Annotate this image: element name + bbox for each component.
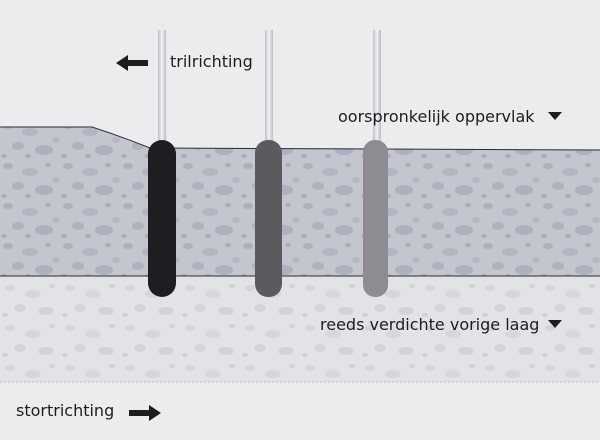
- label-reeds-verdichte-vorige-laag: reeds verdichte vorige laag: [320, 315, 540, 334]
- label-stortrichting: stortrichting: [16, 401, 115, 420]
- triangle-down-icon: [548, 112, 562, 120]
- compacted-layer: [0, 276, 600, 383]
- vibrator-previous: [255, 30, 282, 297]
- arrow-left-icon: [116, 55, 148, 71]
- vibrator-oldest: [363, 30, 388, 297]
- label-trilrichting: trilrichting: [170, 52, 253, 71]
- arrow-right-icon: [129, 405, 161, 421]
- label-oorspronkelijk-oppervlak: oorspronkelijk oppervlak: [338, 107, 535, 126]
- triangle-down-icon: [548, 320, 562, 328]
- fresh-layer: [0, 126, 600, 277]
- vibrator-active: [148, 30, 176, 297]
